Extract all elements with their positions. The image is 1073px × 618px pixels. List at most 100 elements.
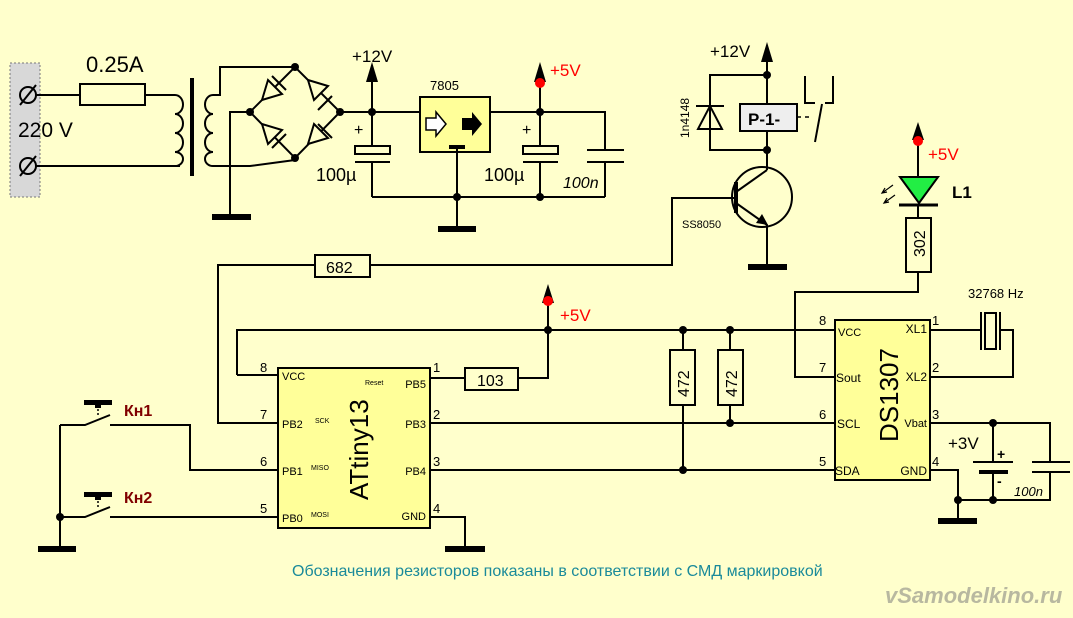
- capacitor-c3: [587, 149, 624, 163]
- button-kn2[interactable]: [60, 492, 278, 518]
- pin-number: 4: [433, 501, 440, 516]
- ground-symbol: [38, 546, 76, 552]
- button-kn1[interactable]: [60, 400, 278, 471]
- led-label: L1: [952, 183, 972, 202]
- capacitor-rtc: [1032, 461, 1070, 473]
- light-emission-icon: [880, 184, 896, 204]
- resistor-103-label: 103: [477, 373, 504, 390]
- mcu-name: ATtiny13: [344, 399, 374, 500]
- pin-label: XL1: [906, 322, 928, 336]
- pin-number: 8: [260, 360, 267, 375]
- transistor-ss8050: [731, 166, 793, 265]
- watermark: vSamodelkino.ru: [885, 583, 1063, 608]
- arrow-right-solid-icon: [462, 112, 482, 136]
- pin-label: PB3: [405, 419, 426, 431]
- rtc-name: DS1307: [874, 348, 904, 442]
- transformer: [174, 66, 296, 176]
- pin-number: 2: [932, 360, 939, 375]
- led-rail-5v-label: +5V: [928, 145, 959, 164]
- ground-symbol: [445, 546, 485, 552]
- pin-number: 7: [260, 407, 267, 422]
- chip-ds1307: [834, 319, 931, 481]
- pin-label: PB2: [282, 419, 303, 431]
- arrow-up-icon: [366, 62, 378, 82]
- pin-number: 1: [932, 313, 939, 328]
- resistor-pullup-1: [669, 349, 696, 406]
- svg-text:+: +: [997, 446, 1005, 462]
- pin-label: PB4: [405, 466, 426, 478]
- pin-label: Sout: [836, 371, 861, 385]
- rail-5v-label: +5V: [550, 61, 581, 80]
- ground-symbol: [748, 264, 787, 270]
- resistor-302: [905, 217, 932, 273]
- pin-number: 4: [932, 454, 939, 469]
- c2-label: 100µ: [484, 165, 524, 185]
- pin-alt-label: MISO: [311, 465, 329, 472]
- rail-5v-marker: [535, 78, 545, 88]
- pin-alt-label: Reset: [365, 380, 383, 387]
- diode-label: 1n4148: [678, 98, 692, 138]
- pin-number: 7: [819, 360, 826, 375]
- diode-bridge: [246, 63, 344, 162]
- regulator-label: 7805: [430, 78, 459, 93]
- button-kn2-label: Кн2: [124, 490, 152, 507]
- resistor-pullup-2: [717, 349, 744, 406]
- caption: Обозначения резисторов показаны в соотве…: [292, 563, 823, 580]
- rtc-cap-label: 100n: [1014, 484, 1043, 499]
- chip-attiny13: [277, 367, 431, 529]
- pin-number: 1: [433, 360, 440, 375]
- diode-1n4148: [696, 103, 724, 130]
- battery-label: +3V: [948, 434, 979, 453]
- capacitor-c2: +: [522, 112, 559, 197]
- ground-symbol: [938, 518, 977, 524]
- relay-label: P-1-: [748, 110, 780, 129]
- pin-number: 8: [819, 313, 826, 328]
- arrow-right-outline-icon: [425, 109, 447, 139]
- pin-label: PB1: [282, 466, 303, 478]
- transistor-label: SS8050: [682, 219, 721, 231]
- pin-label: VCC: [282, 371, 305, 383]
- svg-text:+: +: [522, 122, 531, 139]
- resistor-682-label: 682: [326, 260, 353, 277]
- pin-number: 6: [260, 454, 267, 469]
- ground-symbol: [212, 214, 251, 220]
- crystal-label: 32768 Hz: [968, 286, 1024, 301]
- battery: + -: [973, 446, 1013, 489]
- pin-number: 5: [260, 501, 267, 516]
- c3-label: 100n: [563, 175, 599, 192]
- pin-label: VCC: [838, 327, 861, 339]
- fuse-label: 0.25A: [86, 52, 144, 77]
- svg-text:-: -: [997, 473, 1002, 489]
- button-kn1-label: Кн1: [124, 403, 152, 420]
- relay-rail-12v-label: +12V: [710, 42, 751, 61]
- pin-number: 6: [819, 407, 826, 422]
- pin-label: GND: [900, 464, 927, 478]
- ground-symbol: [438, 226, 476, 232]
- rail-12v-label: +12V: [352, 47, 393, 66]
- pullup-2-label: 472: [724, 370, 741, 397]
- pin-label: XL2: [906, 370, 928, 384]
- resistor-682: [314, 254, 371, 278]
- pin-number: 5: [819, 454, 826, 469]
- svg-text:+: +: [354, 122, 363, 139]
- capacitor-c1: +: [354, 112, 391, 197]
- pullup-1-label: 472: [676, 370, 693, 397]
- pin-label: PB0: [282, 513, 303, 525]
- c1-label: 100µ: [316, 165, 356, 185]
- pin-label: SDA: [835, 464, 860, 478]
- crystal: [980, 312, 1001, 350]
- relay-contact: [804, 76, 834, 143]
- resistor-302-label: 302: [912, 230, 929, 257]
- pin-number: 2: [433, 407, 440, 422]
- pin-label: SCL: [837, 417, 861, 431]
- pin-label: Vbat: [904, 418, 927, 430]
- pin-alt-label: MOSI: [311, 512, 329, 519]
- fuse: [79, 83, 146, 106]
- mcu-rail-5v-label: +5V: [560, 306, 591, 325]
- pin-number: 3: [932, 407, 939, 422]
- pin-label: PB5: [405, 379, 426, 391]
- pin-number: 3: [433, 454, 440, 469]
- led-l1: [898, 176, 940, 205]
- mains-voltage-label: 220 V: [18, 119, 73, 142]
